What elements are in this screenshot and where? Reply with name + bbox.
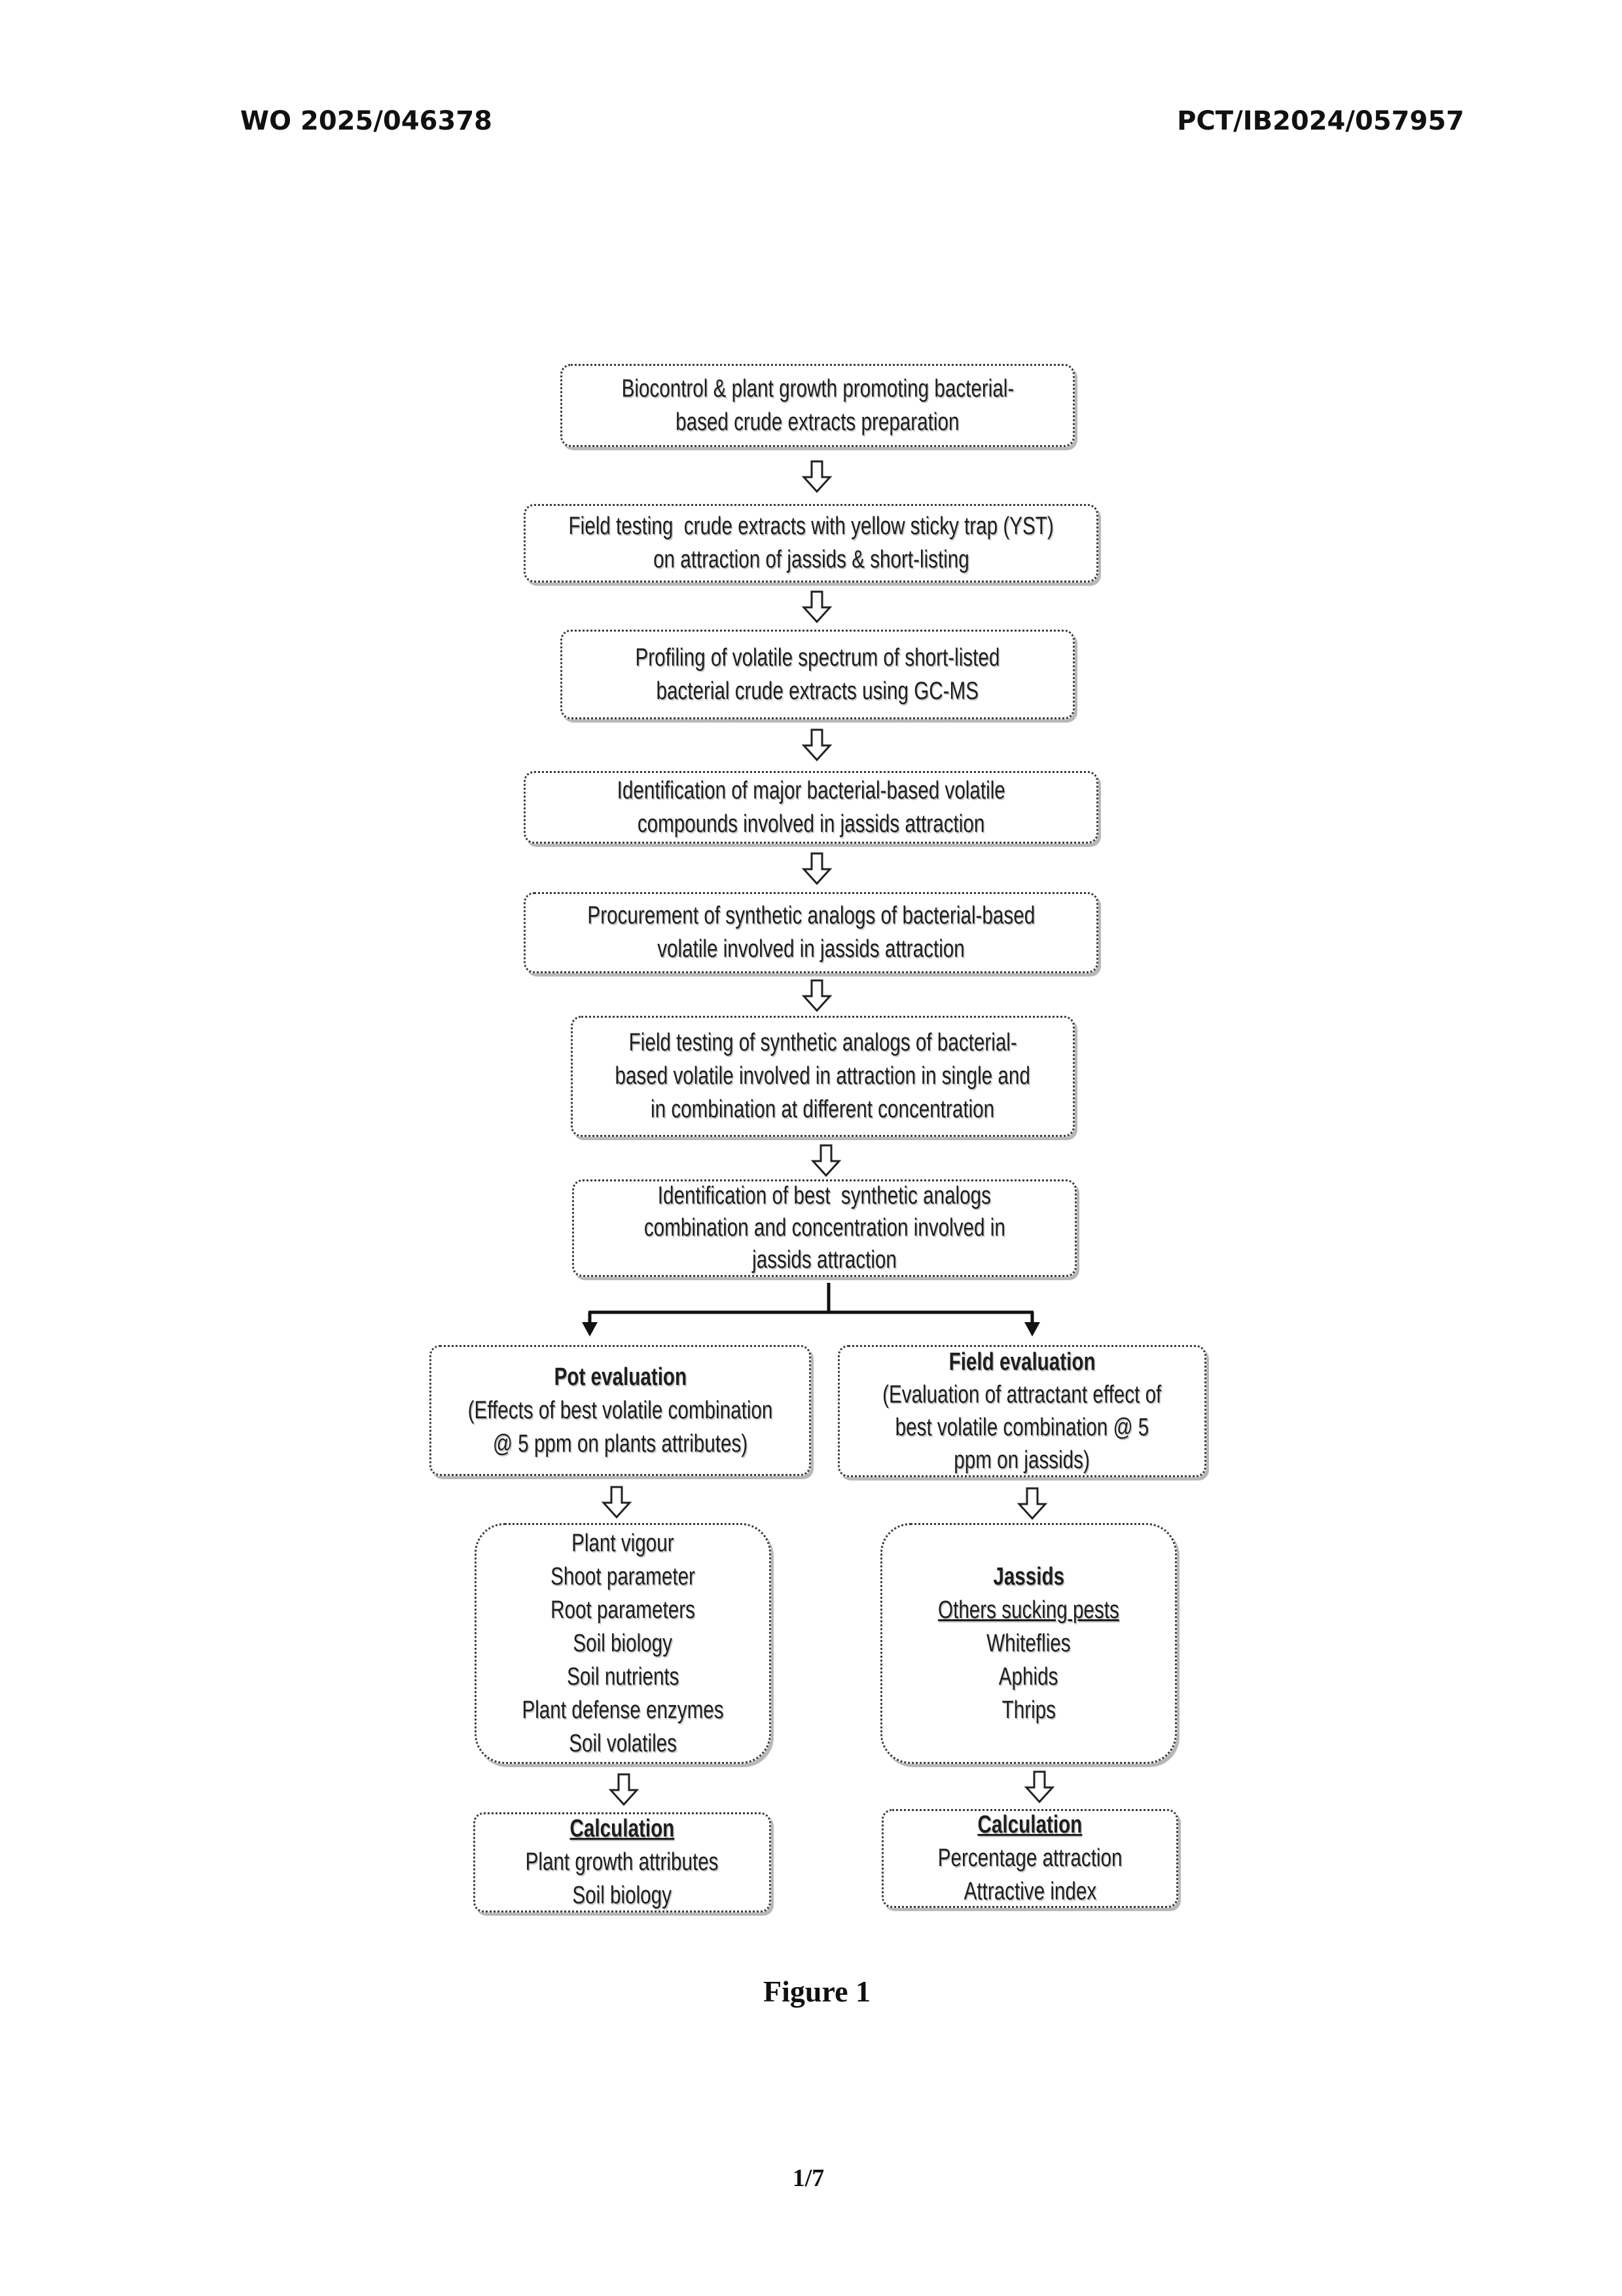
target-pest-item: Whiteflies [986, 1627, 1070, 1660]
calculation-item: Attractive index [964, 1875, 1096, 1909]
step-text-line: based crude extracts preparation [676, 406, 959, 439]
branch-connector [569, 1276, 1054, 1342]
down-arrow-icon [802, 460, 832, 493]
parameter-item: Plant defense enzymes [522, 1694, 723, 1727]
field-calculation-box: Calculation Percentage attraction Attrac… [882, 1809, 1178, 1908]
flow-step-compound-identification: Identification of major bacterial-based … [524, 771, 1098, 844]
parameter-item: Soil biology [573, 1627, 673, 1660]
parameter-item: Plant vigour [571, 1527, 674, 1560]
parameter-item: Shoot parameter [550, 1560, 695, 1594]
pot-parameters-box: Plant vigour Shoot parameter Root parame… [475, 1523, 771, 1764]
flow-step-analog-field-testing: Field testing of synthetic analogs of ba… [571, 1016, 1075, 1137]
calculation-item: Plant growth attributes [526, 1846, 719, 1879]
step-text-line: jassids attraction [752, 1244, 897, 1276]
down-arrow-icon [802, 852, 832, 885]
down-arrow-icon [802, 979, 832, 1012]
figure-caption: Figure 1 [686, 1973, 948, 2010]
parameter-item: Root parameters [550, 1594, 695, 1627]
target-pest-title: Jassids [993, 1560, 1064, 1594]
arrowhead-icon [582, 1322, 598, 1336]
step-text-line: Field testing of synthetic analogs of ba… [628, 1026, 1017, 1060]
pot-evaluation-line: (Effects of best volatile combination [468, 1394, 773, 1427]
field-targets-box: Jassids Others sucking pests Whiteflies … [880, 1523, 1177, 1764]
down-arrow-icon [1024, 1770, 1054, 1803]
field-evaluation-box: Field evaluation (Evaluation of attracta… [838, 1345, 1206, 1477]
pot-evaluation-title: Pot evaluation [554, 1361, 687, 1394]
field-evaluation-line: (Evaluation of attractant effect of [882, 1378, 1161, 1411]
step-text-line: Profiling of volatile spectrum of short-… [636, 641, 1000, 675]
down-arrow-icon [802, 728, 832, 761]
pot-calculation-box: Calculation Plant growth attributes Soil… [473, 1812, 771, 1912]
calculation-item: Soil biology [573, 1879, 672, 1912]
step-text-line: volatile involved in jassids attraction [657, 933, 965, 966]
step-text-line: Identification of best synthetic analogs [658, 1180, 991, 1212]
application-number: PCT/IB2024/057957 [1177, 105, 1464, 137]
pot-evaluation-line: @ 5 ppm on plants attributes) [493, 1427, 748, 1461]
page-number: 1/7 [677, 2163, 939, 2193]
step-text-line: Biocontrol & plant growth promoting bact… [621, 372, 1014, 406]
parameter-item: Soil volatiles [569, 1727, 677, 1761]
field-evaluation-line: best volatile combination @ 5 [895, 1411, 1149, 1444]
flow-step-extract-preparation: Biocontrol & plant growth promoting bact… [560, 364, 1075, 447]
publication-number: WO 2025/046378 [240, 105, 492, 137]
calculation-item: Percentage attraction [938, 1842, 1123, 1875]
down-arrow-icon [602, 1486, 632, 1518]
step-text-line: combination and concentration involved i… [644, 1212, 1005, 1244]
step-text-line: in combination at different concentratio… [651, 1093, 994, 1126]
step-text-line: compounds involved in jassids attraction [638, 808, 985, 841]
down-arrow-icon [609, 1773, 639, 1806]
target-pest-subtitle: Others sucking pests [938, 1594, 1119, 1627]
target-pest-item: Thrips [1001, 1694, 1055, 1727]
arrowhead-icon [1024, 1322, 1040, 1336]
calculation-title: Calculation [978, 1808, 1083, 1842]
field-evaluation-title: Field evaluation [948, 1346, 1095, 1378]
step-text-line: bacterial crude extracts using GC-MS [657, 675, 979, 708]
flow-step-best-combination: Identification of best synthetic analogs… [572, 1179, 1077, 1277]
flow-step-analog-procurement: Procurement of synthetic analogs of bact… [524, 892, 1098, 973]
down-arrow-icon [1017, 1487, 1047, 1520]
down-arrow-icon [811, 1144, 841, 1177]
calculation-title: Calculation [570, 1812, 675, 1846]
field-evaluation-line: ppm on jassids) [954, 1444, 1090, 1477]
step-text-line: Identification of major bacterial-based … [617, 774, 1005, 808]
flow-step-field-testing-crude-extracts: Field testing crude extracts with yellow… [524, 504, 1098, 583]
step-text-line: on attraction of jassids & short-listing [653, 543, 969, 577]
step-text-line: Field testing crude extracts with yellow… [568, 510, 1053, 543]
parameter-item: Soil nutrients [567, 1660, 679, 1694]
step-text-line: Procurement of synthetic analogs of bact… [587, 899, 1035, 933]
pot-evaluation-box: Pot evaluation (Effects of best volatile… [429, 1345, 811, 1476]
target-pest-item: Aphids [999, 1660, 1058, 1694]
flow-step-volatile-profiling: Profiling of volatile spectrum of short-… [560, 630, 1075, 719]
step-text-line: based volatile involved in attraction in… [615, 1060, 1030, 1093]
down-arrow-icon [802, 590, 832, 623]
